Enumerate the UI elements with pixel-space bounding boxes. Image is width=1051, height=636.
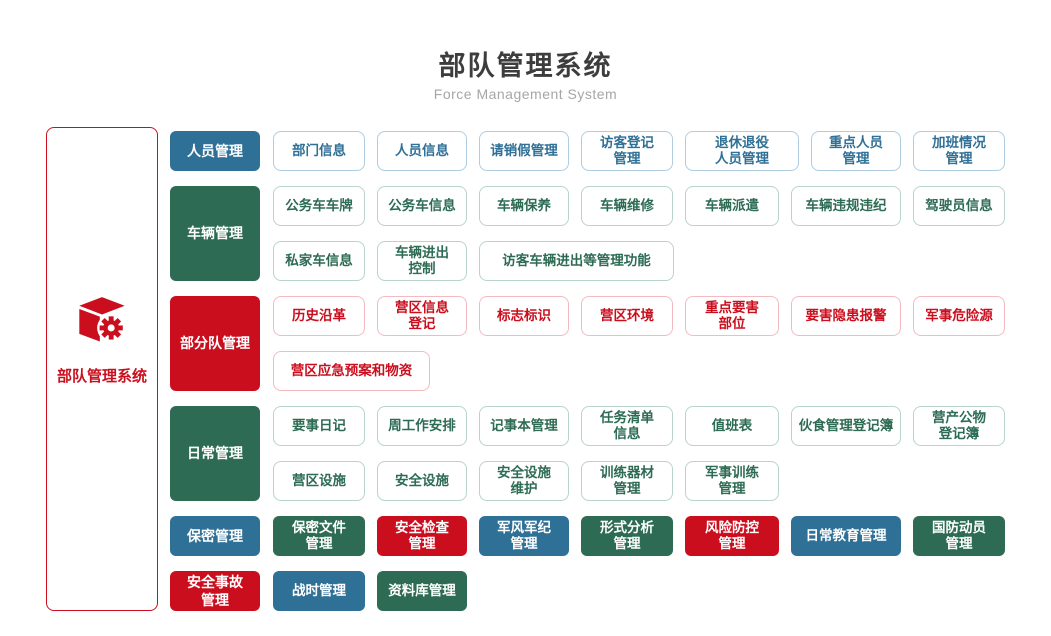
item: 安全检查 管理 (377, 516, 467, 556)
system-root-node: 部队管理系统 (46, 127, 158, 611)
item: 国防动员 管理 (913, 516, 1005, 556)
item: 部门信息 (273, 131, 365, 171)
item: 营区信息 登记 (377, 296, 467, 336)
page-title: 部队管理系统 (438, 51, 613, 81)
item: 人员信息 (377, 131, 467, 171)
item: 军事训练 管理 (685, 461, 779, 501)
item: 军风军纪 管理 (479, 516, 569, 556)
category-vehicle: 车辆管理 (170, 186, 260, 281)
item: 战时管理 (273, 571, 365, 611)
item: 值班表 (685, 406, 779, 446)
system-root-label: 部队管理系统 (56, 367, 147, 385)
item: 私家车信息 (273, 241, 365, 281)
row-vehicle-1: 公务车车牌 公务车信息 车辆保养 车辆维修 车辆派遣 车辆违规违纪 驾驶员信息 (273, 186, 1005, 226)
category-accident: 安全事故 管理 (170, 571, 260, 611)
item: 形式分析 管理 (581, 516, 673, 556)
item: 车辆保养 (479, 186, 569, 226)
item: 驾驶员信息 (913, 186, 1005, 226)
item: 要害隐患报警 (791, 296, 901, 336)
item: 车辆派遣 (685, 186, 779, 226)
item: 要事日记 (273, 406, 365, 446)
item: 训练器材 管理 (581, 461, 673, 501)
cube-gear-icon (75, 295, 129, 354)
item: 重点人员 管理 (811, 131, 901, 171)
row-personnel: 部门信息 人员信息 请销假管理 访客登记 管理 退休退役 人员管理 重点人员 管… (273, 131, 1005, 171)
item: 公务车车牌 (273, 186, 365, 226)
row-subunit-1: 历史沿革 营区信息 登记 标志标识 营区环境 重点要害 部位 要害隐患报警 军事… (273, 296, 1005, 336)
item: 安全设施 (377, 461, 467, 501)
item: 保密文件 管理 (273, 516, 365, 556)
item: 访客登记 管理 (581, 131, 673, 171)
item: 车辆维修 (581, 186, 673, 226)
item: 营产公物 登记簿 (913, 406, 1005, 446)
item: 标志标识 (479, 296, 569, 336)
item: 安全设施 维护 (479, 461, 569, 501)
row-daily-1: 要事日记 周工作安排 记事本管理 任务清单 信息 值班表 伙食管理登记簿 营产公… (273, 406, 1005, 446)
item: 伙食管理登记簿 (791, 406, 901, 446)
item: 退休退役 人员管理 (685, 131, 799, 171)
item: 历史沿革 (273, 296, 365, 336)
item: 日常教育管理 (791, 516, 901, 556)
item: 重点要害 部位 (685, 296, 779, 336)
row-accident: 战时管理 资料库管理 (273, 571, 467, 611)
page-subtitle: Force Management System (433, 86, 618, 102)
row-secrecy: 保密文件 管理 安全检查 管理 军风军纪 管理 形式分析 管理 风险防控 管理 … (273, 516, 1005, 556)
row-daily-2: 营区设施 安全设施 安全设施 维护 训练器材 管理 军事训练 管理 (273, 461, 779, 501)
item: 营区环境 (581, 296, 673, 336)
item: 加班情况 管理 (913, 131, 1005, 171)
item: 风险防控 管理 (685, 516, 779, 556)
category-daily: 日常管理 (170, 406, 260, 501)
row-vehicle-2: 私家车信息 车辆进出 控制 访客车辆进出等管理功能 (273, 241, 674, 281)
item: 资料库管理 (377, 571, 467, 611)
item: 请销假管理 (479, 131, 569, 171)
item: 营区应急预案和物资 (273, 351, 430, 391)
item: 营区设施 (273, 461, 365, 501)
item: 军事危险源 (913, 296, 1005, 336)
item: 公务车信息 (377, 186, 467, 226)
item: 周工作安排 (377, 406, 467, 446)
item: 车辆违规违纪 (791, 186, 901, 226)
category-secrecy: 保密管理 (170, 516, 260, 556)
item: 任务清单 信息 (581, 406, 673, 446)
item: 访客车辆进出等管理功能 (479, 241, 674, 281)
item: 车辆进出 控制 (377, 241, 467, 281)
category-personnel: 人员管理 (170, 131, 260, 171)
category-subunit: 部分队管理 (170, 296, 260, 391)
row-subunit-2: 营区应急预案和物资 (273, 351, 430, 391)
item: 记事本管理 (479, 406, 569, 446)
